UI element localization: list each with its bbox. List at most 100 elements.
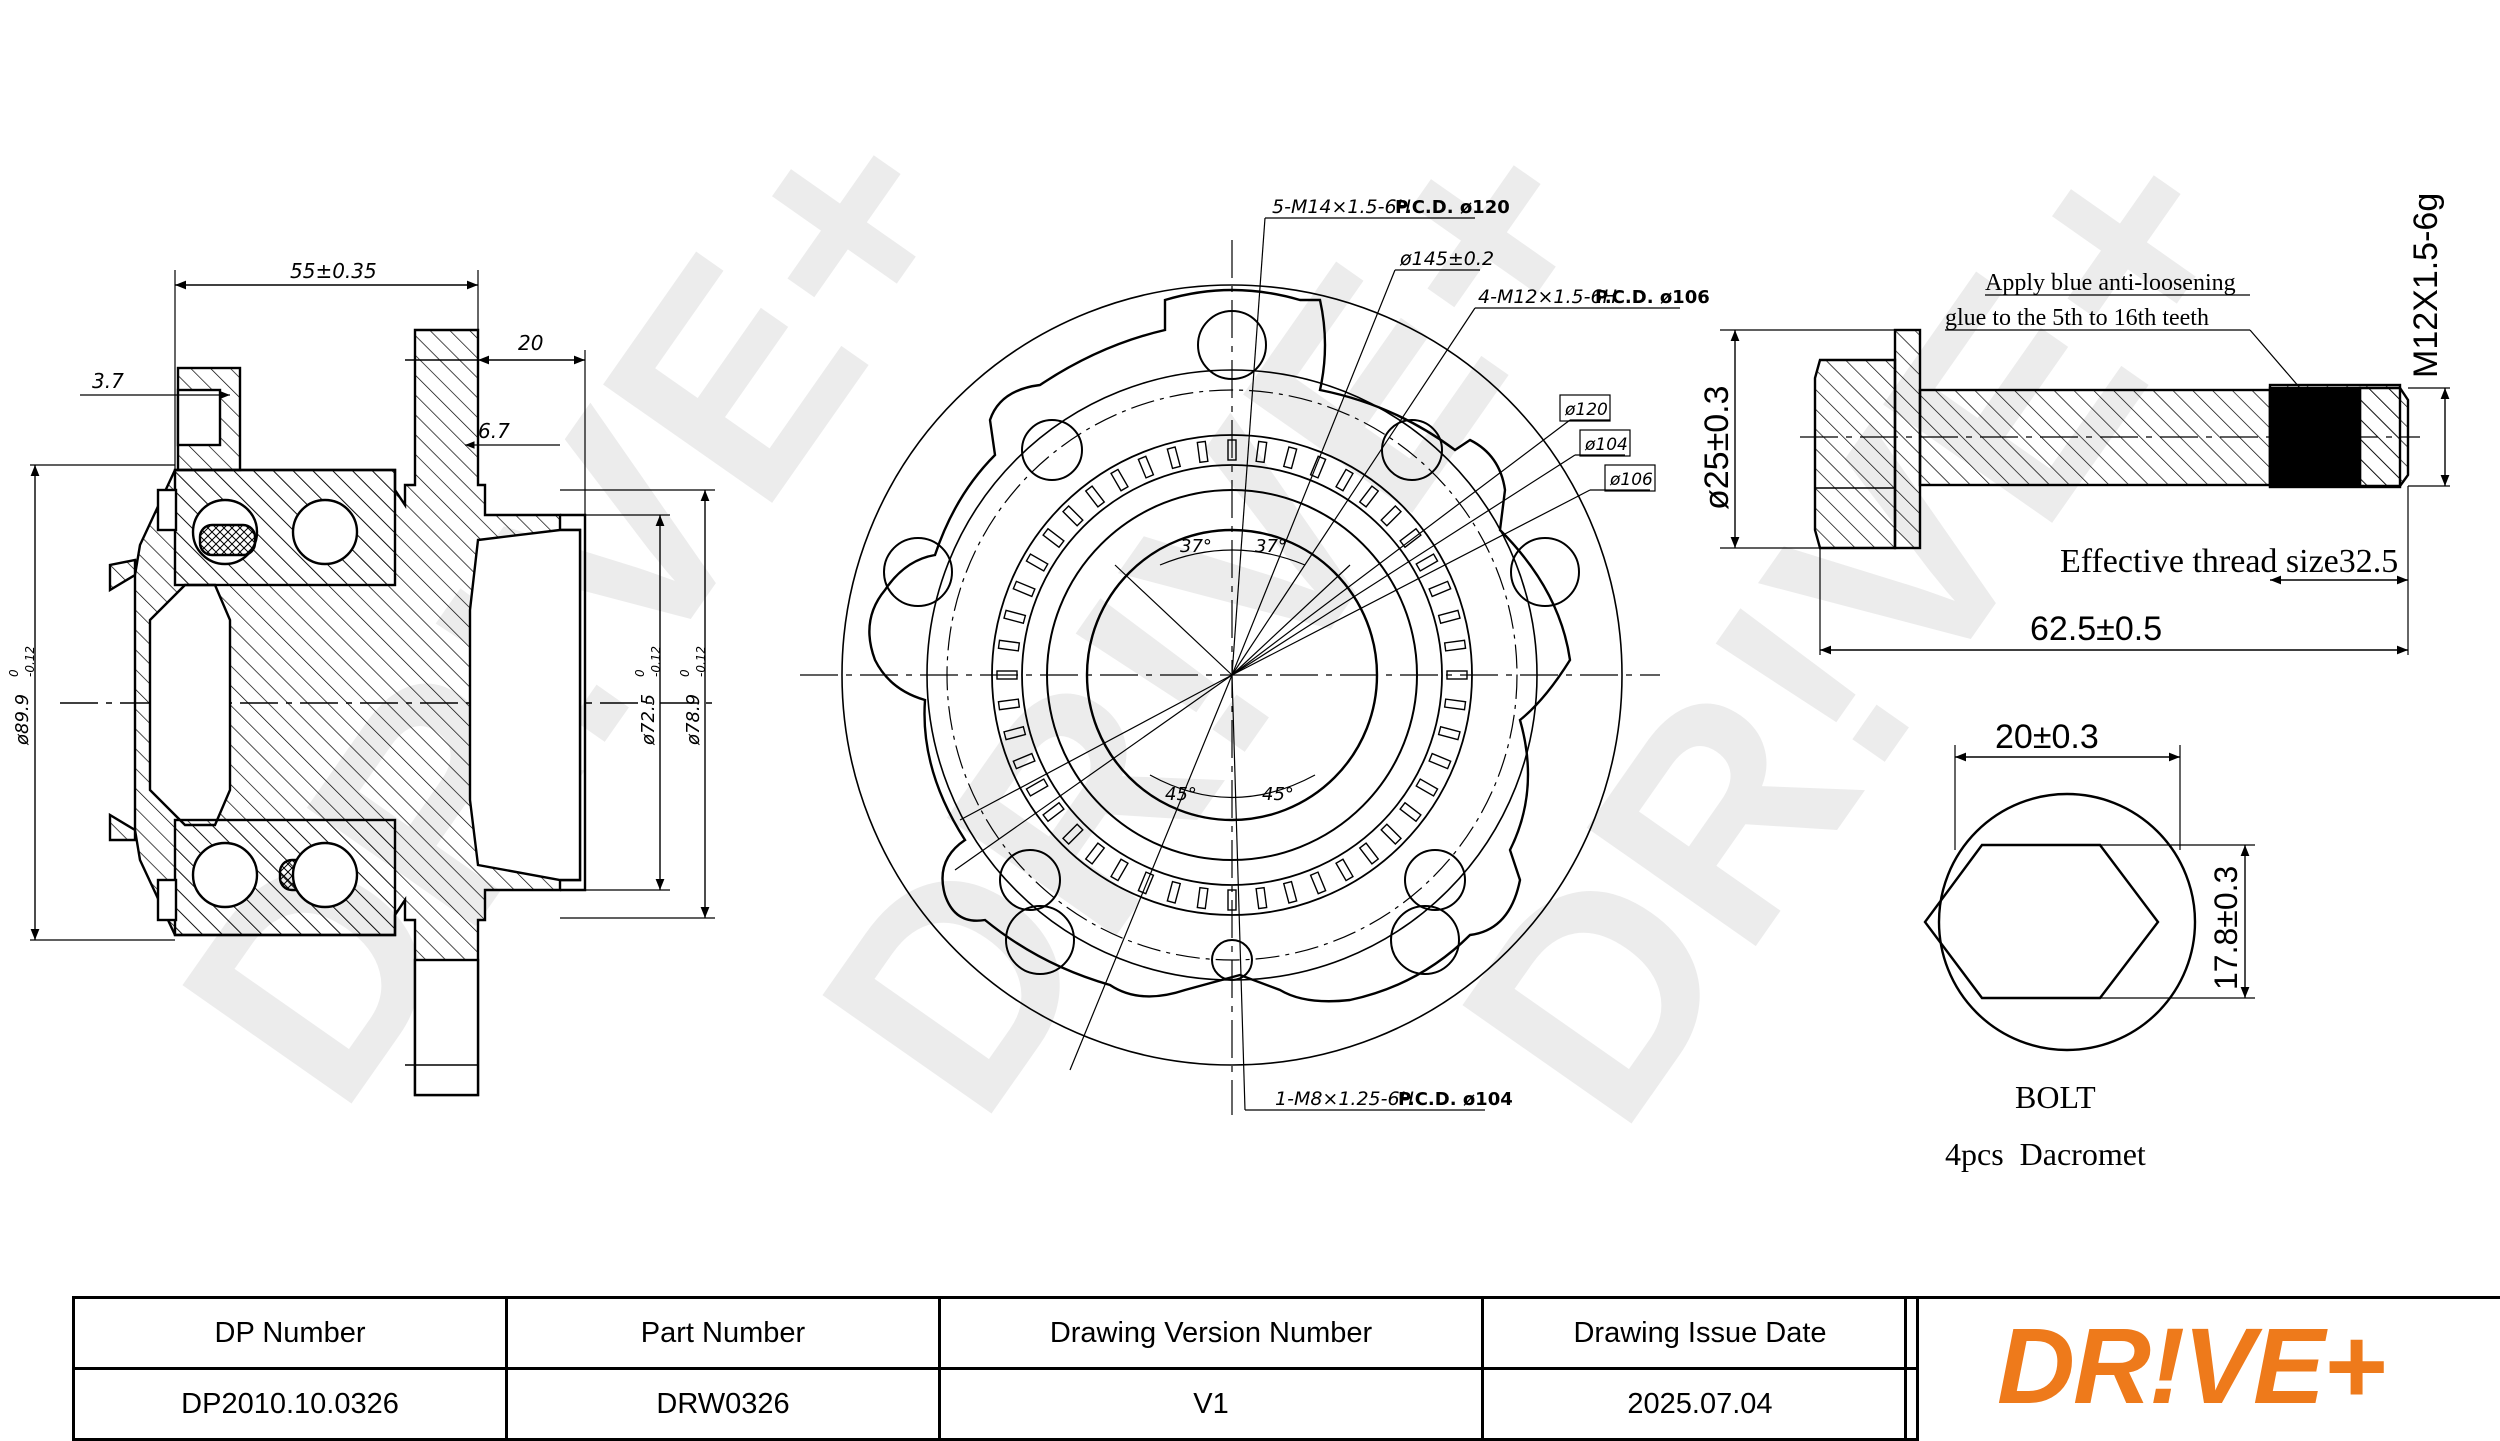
thread-5-label: 5-M14×1.5-6H [1272,196,1411,218]
hex-width-label: 20±0.3 [1995,718,2099,756]
bolt-caption1: BOLT [2015,1079,2096,1115]
dia-145-label: ø145±0.2 [1399,248,1494,270]
tone-ring-tooth [1255,440,1268,464]
bolt-view [1720,294,2450,1052]
bolt-hole [1381,419,1443,481]
tone-ring-tooth [1137,455,1155,479]
tone-ring-tooth [1137,871,1155,895]
ring-inner [1046,489,1418,861]
dim-flange-label: 20 [518,331,543,355]
tone-ring-tooth [1443,639,1467,652]
bolt-hole [1404,849,1466,911]
hub-inner-cavity [148,583,232,827]
tone-ring-tooth [1025,778,1049,797]
tone-ring-tooth [1196,440,1209,464]
bolt-caption2: 4pcs Dacromet [1945,1136,2146,1172]
stud-hole [1510,537,1580,607]
stud-hole-upper-inner [176,388,222,447]
ring-bore [1085,528,1379,822]
tone-ring-tooth [1443,698,1467,711]
tone-ring-tooth [1227,889,1237,911]
tone-ring-tooth [1335,468,1354,492]
box-106-label: ø106 [1609,470,1653,490]
value-dp-number: DP2010.10.0326 [72,1367,508,1441]
m8-hole [1211,939,1253,981]
tone-ring-tooth [1380,823,1402,845]
tone-ring-tooth [1255,886,1268,910]
stud-hole [1005,905,1075,975]
bolt-holes-4 [999,419,1466,911]
spigot [560,513,587,892]
bolt-head [1813,358,1897,550]
bearing-ball [191,841,259,909]
tone-ring-tooth [1110,858,1129,882]
side-section-view [30,270,720,1097]
tone-ring-tooth [996,670,1018,680]
dia-pilot-tol-top: 0 [633,669,647,677]
box-104 [1579,429,1631,457]
tone-ring-tooth [1110,468,1129,492]
seal-upper [156,488,178,532]
hex-flats-label: 17.8±0.3 [2208,866,2244,990]
thread-1-label: 1-M8×1.25-6H [1275,1088,1414,1110]
tone-ring-tooth [1042,527,1065,549]
header-part-number: Part Number [505,1296,941,1370]
tone-ring-tooth [1399,801,1422,823]
thread-spec-label: M12X1.5-6g [2407,193,2445,378]
tone-ring-tooth [1358,842,1380,865]
tone-ring-tooth [1084,485,1106,508]
seal-lower [156,878,178,922]
bolt-hole [999,849,1061,911]
tone-ring-tooth [1012,752,1036,770]
dia-pilot-label: ø72.5 [638,694,659,746]
pcd-4-label: P.C.D. ø106 [1595,287,1710,308]
angle-b-label: 37° [1255,536,1287,557]
bolt-tip [2358,386,2410,488]
front-view [800,217,1680,1115]
title-block-table: DP Number Part Number Drawing Version Nu… [72,1296,1919,1441]
angle-arc-bottom [1149,774,1316,799]
hex-flange-circle [1937,792,2197,1052]
hex-head [1923,843,2160,1000]
tone-ring-tooth [1084,842,1106,865]
value-part-number: DRW0326 [505,1367,941,1441]
tone-ring-tooth [1428,752,1452,770]
dia-pilot-tol-bottom: -0.12 [649,646,663,677]
outline-dia-145 [841,284,1623,1066]
tone-ring-tooth [1003,725,1027,741]
note-leader [2249,329,2301,389]
stud-hole [883,537,953,607]
angle-a-label: 37° [1180,536,1212,557]
tone-ring-inner [1021,464,1443,886]
tone-ring-tooth [1309,871,1327,895]
tone-ring-tooth [1025,553,1049,572]
note-line2: glue to the 5th to 16th teeth [1945,305,2209,331]
dia-outer-tol-bottom: -0.12 [23,646,37,677]
title-block: DP Number Part Number Drawing Version Nu… [72,1296,2500,1441]
tone-ring-tooth [1380,505,1402,527]
angle-d-label: 45° [1262,784,1294,805]
tone-ring-tooth [1012,580,1036,598]
drive-logo: DR!VE+ [1997,1305,2386,1426]
tone-ring-tooth [997,698,1021,711]
bearing-cage [198,523,257,557]
bearing-ball [291,498,359,566]
dim-width-label: 55±0.35 [290,259,377,283]
outer-ring-upper [173,468,397,587]
angle-arc-top [1159,549,1306,566]
thread-4-label: 4-M12×1.5-6H [1478,286,1617,308]
ring-pcd [946,389,1518,961]
tone-ring-tooth [1358,485,1380,508]
bolt-hole [1021,419,1083,481]
box-106 [1604,464,1656,492]
tone-ring-tooth [1282,880,1298,904]
value-version: V1 [938,1367,1484,1441]
pcd-5-label: P.C.D. ø120 [1395,197,1510,218]
stud-hole [1390,905,1460,975]
tone-ring-tooth [1166,880,1182,904]
stud-holes-5 [883,310,1580,975]
pcd-1-label: P.C.D. ø104 [1398,1089,1513,1110]
hub-bore [468,528,582,882]
box-120 [1559,394,1611,422]
